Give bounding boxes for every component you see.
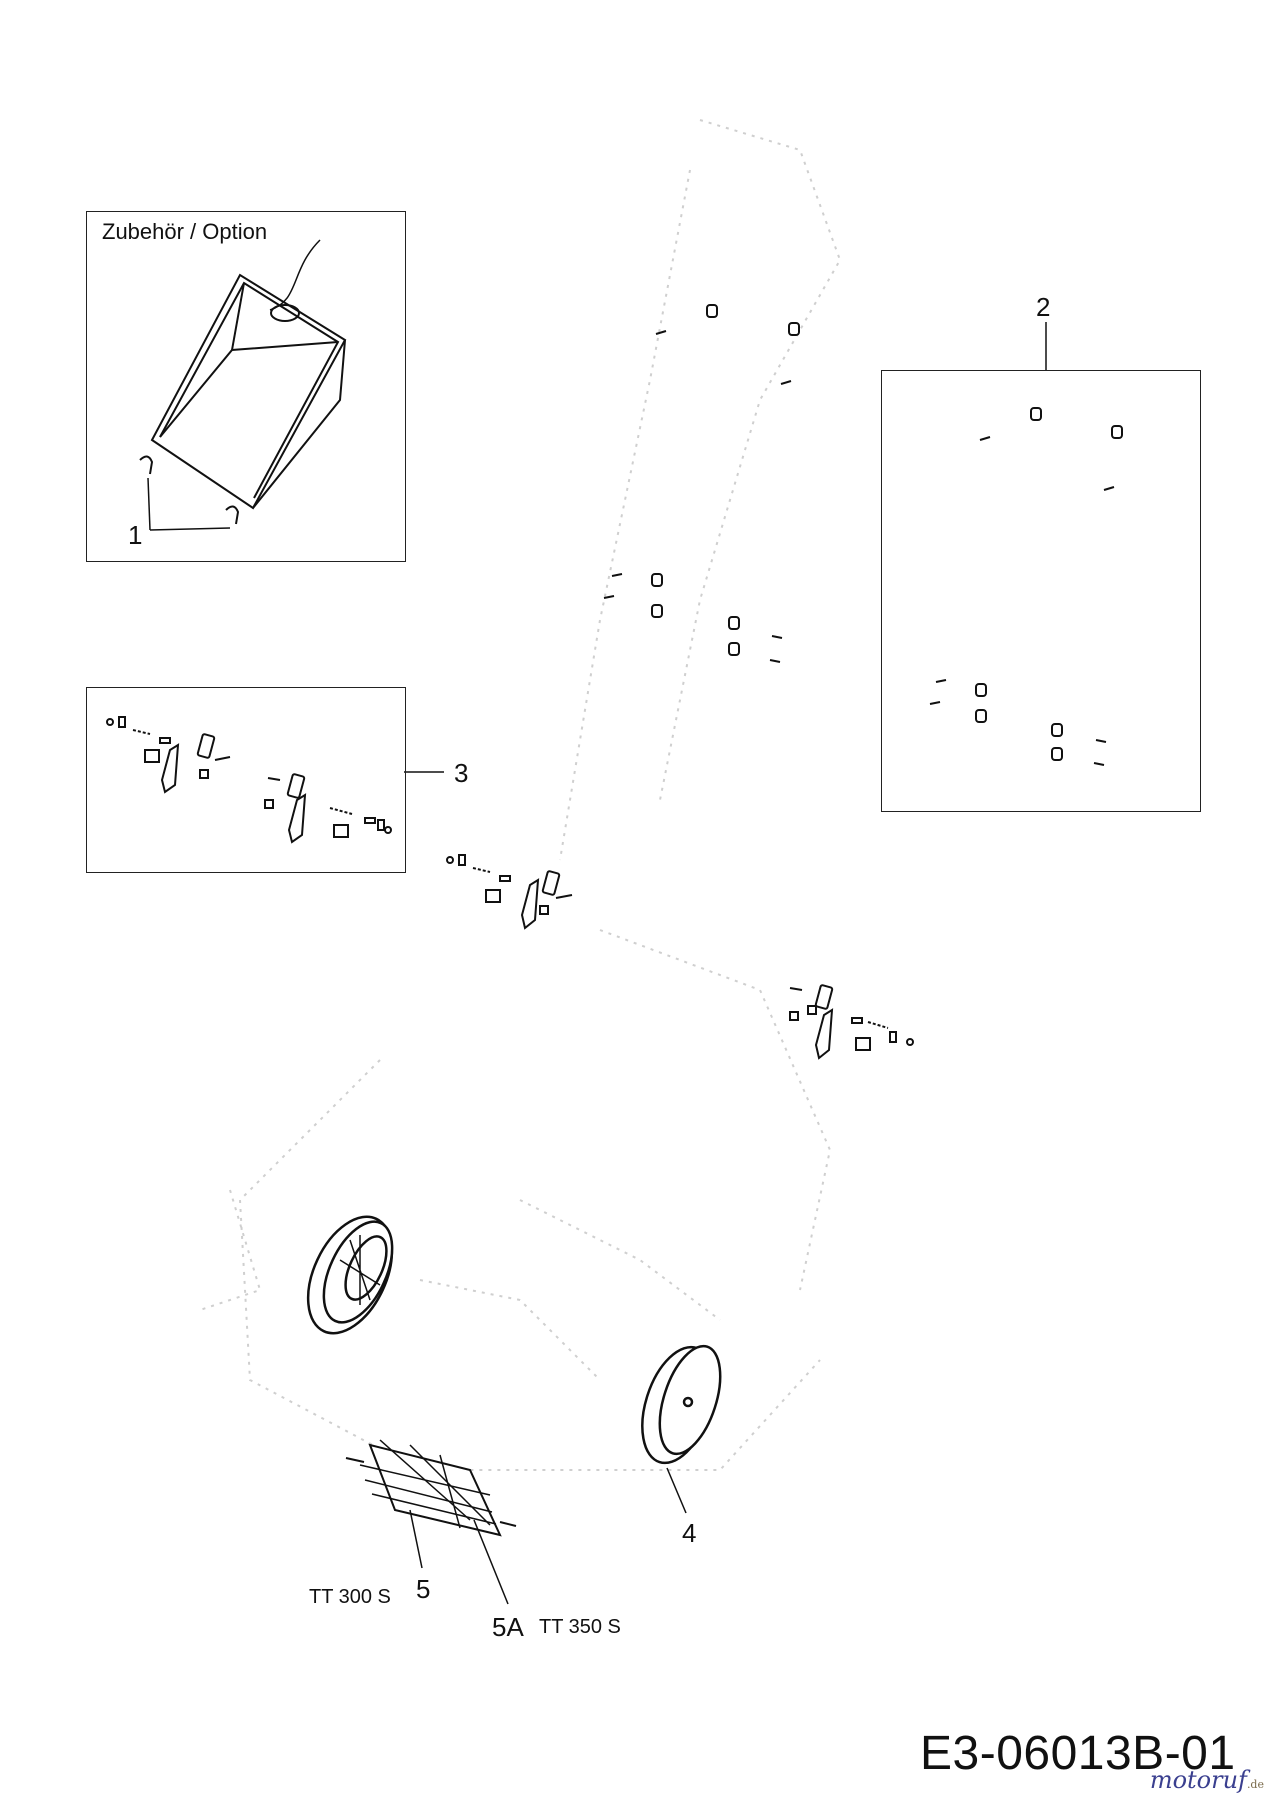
handle-hardware-upper (603, 304, 800, 663)
callout-4: 4 (682, 1518, 697, 1548)
watermark: motoruf.de (1150, 1766, 1264, 1794)
callout-2: 2 (1036, 292, 1051, 322)
drawing-id: E3-06013B-01 (920, 1727, 1236, 1780)
accessory-option-title: Zubehör / Option (102, 219, 268, 244)
height-adjuster-right (789, 984, 914, 1060)
wheel-rear-left (306, 1215, 394, 1335)
model-label-tt350: TT 350 S (539, 1616, 621, 1638)
grass-catcher (150, 239, 347, 510)
hardware-kit-box (881, 370, 1201, 812)
watermark-tld: .de (1246, 1778, 1264, 1791)
height-adjuster-left (446, 854, 573, 930)
height-adjuster-kit-parts (106, 716, 392, 844)
hardware-kit-parts (929, 407, 1123, 766)
callout-1-leaders (147, 477, 231, 531)
height-adjuster-kit-box (86, 687, 406, 873)
callout-4-leader (666, 1467, 687, 1514)
callout-5: 5 (416, 1574, 431, 1604)
callout-3: 3 (454, 758, 469, 788)
callout-1: 1 (128, 520, 143, 550)
ghost-mower-outline (199, 119, 842, 1471)
callout-5a: 5A (492, 1612, 524, 1642)
cutting-cylinder (345, 1439, 517, 1537)
watermark-brand: motoruf (1149, 1766, 1247, 1794)
wheel-4 (641, 1344, 722, 1465)
callout-5-leaders (409, 1509, 509, 1605)
catcher-hook-clips (139, 455, 240, 525)
accessory-option-box (86, 211, 406, 562)
model-label-tt300: TT 300 S (309, 1586, 391, 1608)
